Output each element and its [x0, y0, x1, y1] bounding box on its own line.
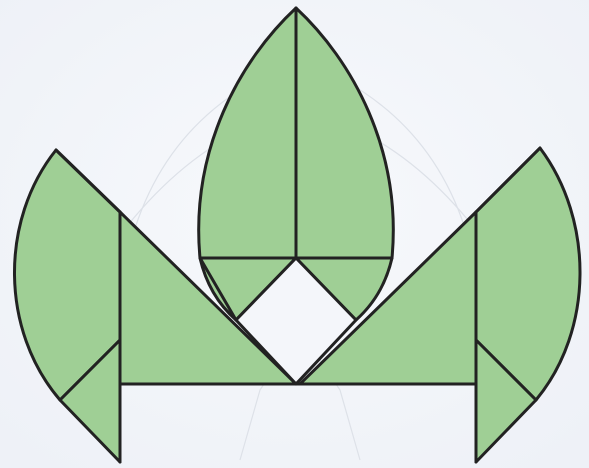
tangram-figure [0, 0, 589, 468]
leaf-crown-tangram-diagram [0, 0, 589, 468]
